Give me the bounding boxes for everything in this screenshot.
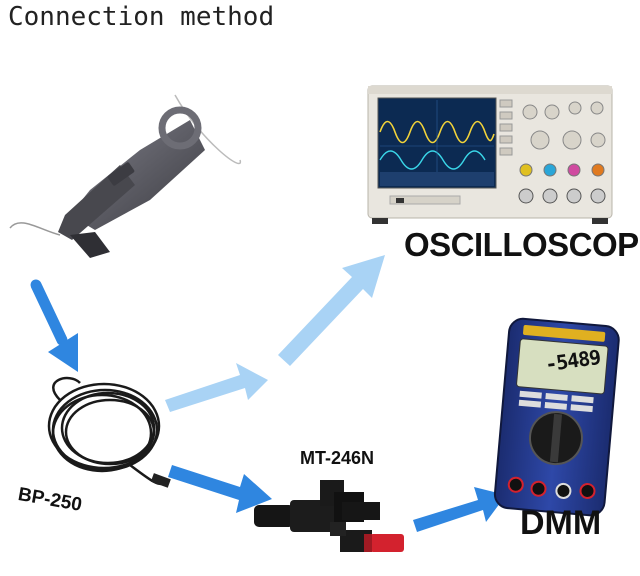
dmm-label: DMM [520, 504, 601, 543]
arrow-clamp-to-cable [36, 285, 78, 372]
arrow-cable-to-oscilloscope [165, 255, 385, 412]
arrow-adapter-to-dmm [413, 487, 506, 532]
mt-246n-adapter [254, 480, 404, 552]
bp-250-cable [49, 378, 171, 488]
oscilloscope-label: OSCILLOSCOPE [404, 226, 640, 264]
page-title: Connection method [8, 2, 274, 32]
current-clamp-probe [10, 95, 240, 258]
mt-246n-label: MT-246N [300, 448, 374, 469]
oscilloscope-device [368, 86, 612, 224]
